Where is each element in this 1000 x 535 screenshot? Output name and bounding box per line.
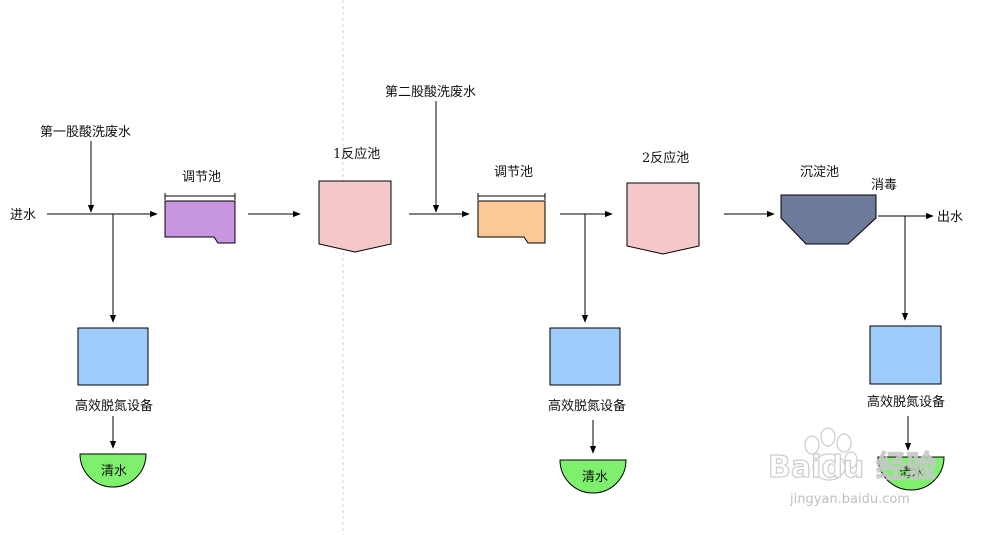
reaction-tank-1: [318, 180, 392, 253]
sedimentation-tank: [780, 194, 877, 245]
watermark-brand-suffix: 经验: [876, 450, 936, 485]
equalization-tank-1-rim: [164, 193, 236, 200]
equalization-tank-2: [477, 200, 546, 244]
reaction-tank-2: [626, 182, 700, 255]
denitrification-device-1: [77, 327, 149, 386]
equalization-tank-2-label: 调节池: [494, 165, 533, 180]
denitrification-1-label: 高效脱氮设备: [75, 398, 153, 414]
clean-water-basin-3: [877, 456, 945, 491]
reaction-tank-1-label: 1反应池: [333, 146, 380, 162]
clean-water-3-label: 清水: [899, 466, 925, 481]
watermark: Baidu 经验 jingyan.baidu.com: [767, 427, 937, 507]
sedimentation-tank-label: 沉淀池: [800, 165, 839, 180]
watermark-brand: Baidu: [768, 450, 864, 485]
equalization-tank-1-label: 调节池: [182, 170, 221, 185]
equalization-tank-1: [164, 200, 236, 244]
clean-water-basin-2: [559, 459, 627, 494]
denitrification-2-label: 高效脱氮设备: [548, 398, 626, 414]
inlet-label: 进水: [10, 208, 36, 223]
outlet-label: 出水: [937, 210, 963, 225]
clean-water-2-label: 清水: [582, 470, 608, 485]
denitrification-device-2: [549, 327, 621, 386]
clean-water-1-label: 清水: [101, 464, 127, 479]
acid-waste-2-label: 第二股酸洗废水: [385, 84, 476, 100]
acid-waste-1-label: 第一股酸洗废水: [40, 124, 131, 140]
reaction-tank-2-label: 2反应池: [642, 150, 689, 166]
paw-logo-icon: [804, 427, 858, 481]
disinfection-label: 消毒: [871, 178, 897, 193]
denitrification-device-3: [869, 325, 942, 385]
watermark-url: jingyan.baidu.com: [789, 492, 910, 507]
clean-water-basin-1: [79, 453, 147, 488]
denitrification-3-label: 高效脱氮设备: [867, 394, 945, 410]
equalization-tank-2-rim: [477, 193, 546, 200]
